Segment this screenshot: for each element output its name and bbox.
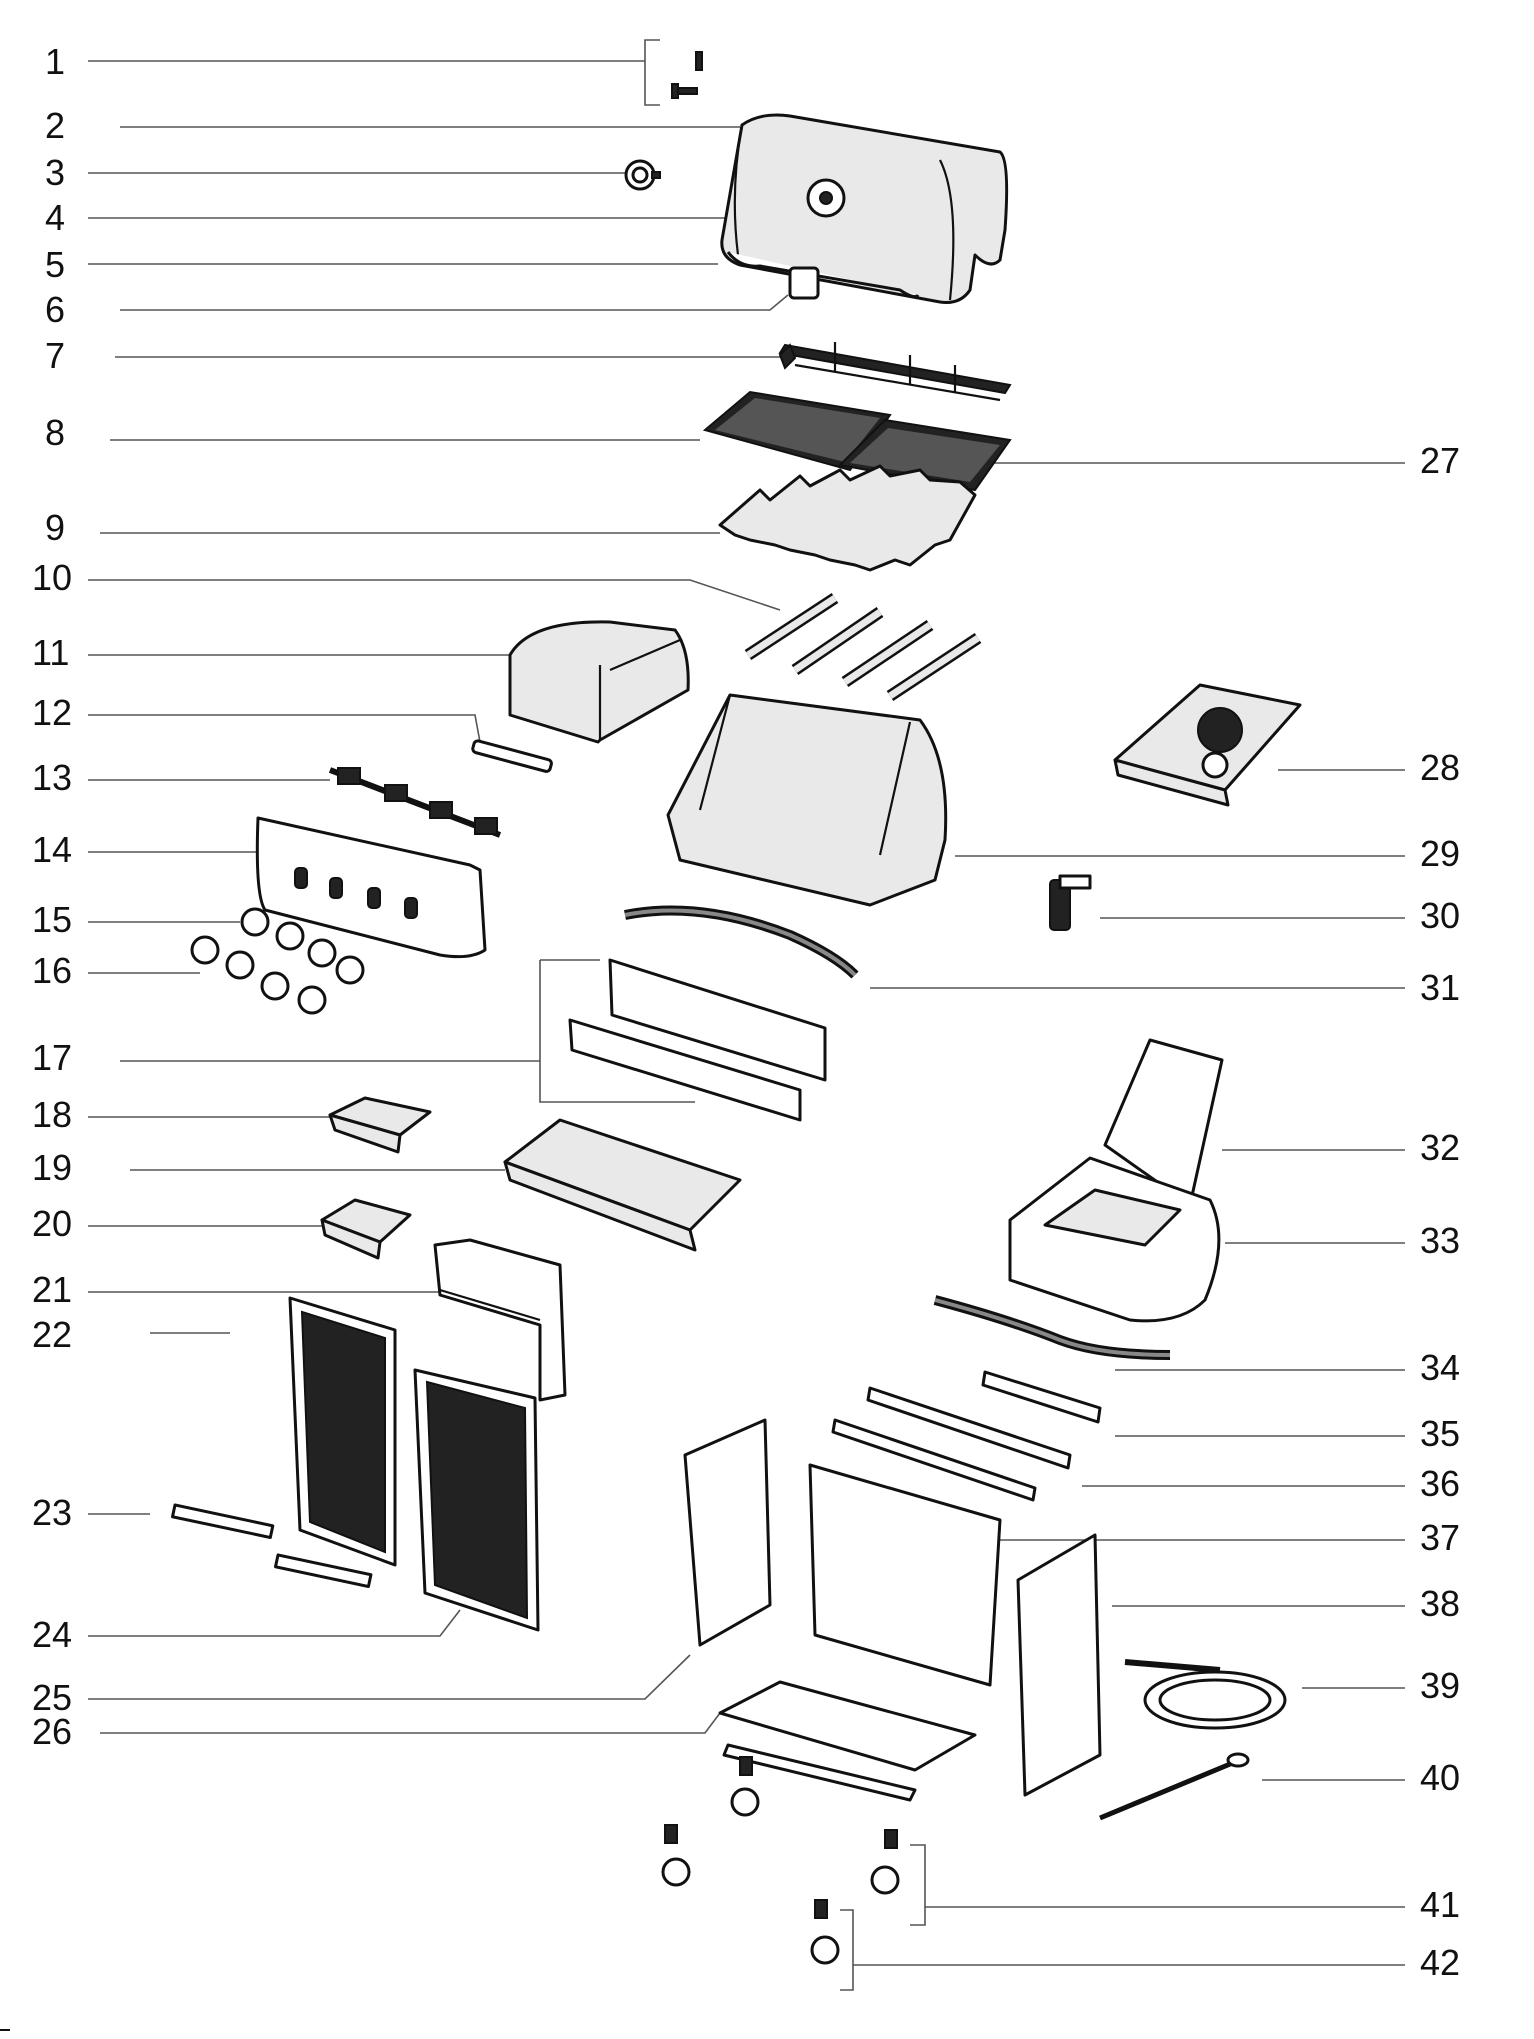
callout-30: 30 <box>1420 895 1460 936</box>
part-12-ignitor <box>471 739 553 773</box>
callout-20: 20 <box>32 1203 72 1244</box>
part-7-warming-rack <box>778 342 1012 402</box>
callout-1: 1 <box>45 41 65 82</box>
callout-21: 21 <box>32 1269 72 1310</box>
callout-2: 2 <box>45 105 65 146</box>
callout-15: 15 <box>32 899 72 940</box>
callout-31: 31 <box>1420 967 1460 1008</box>
leader-lines-left <box>88 60 820 1734</box>
callout-25: 25 <box>32 1677 72 1718</box>
part-16-knobs <box>190 935 327 1015</box>
part-42-casters <box>810 1899 840 1965</box>
callout-42: 42 <box>1420 1942 1460 1983</box>
part-21-front-bracket <box>433 1238 567 1402</box>
callout-27: 27 <box>1420 440 1460 481</box>
part-6-handle-bracket <box>788 266 820 300</box>
part-13-manifold-valves <box>328 767 502 838</box>
part-10-burner-tubes <box>744 592 982 702</box>
part-41-casters <box>661 1756 900 1895</box>
part-34-side-burner-hose <box>933 1295 1171 1360</box>
part-33-side-burner-housing <box>1008 1156 1221 1323</box>
callout-3: 3 <box>45 152 65 193</box>
part-9-flavorizer-bars <box>718 464 977 572</box>
part-37-back-panel <box>808 1463 1002 1687</box>
callout-35: 35 <box>1420 1413 1460 1454</box>
part-39-gas-line <box>1124 1659 1287 1730</box>
callout-19: 19 <box>32 1147 72 1188</box>
callout-11: 11 <box>32 632 69 673</box>
callout-5: 5 <box>45 244 65 285</box>
callout-39: 39 <box>1420 1665 1460 1706</box>
callout-8: 8 <box>45 412 65 453</box>
part-15-bezels <box>240 907 365 985</box>
part-40-tool <box>1099 1752 1250 1821</box>
callout-4: 4 <box>45 197 65 238</box>
part-8-cooking-grate <box>702 390 892 472</box>
callout-37: 37 <box>1420 1517 1460 1558</box>
callout-28: 28 <box>1420 747 1460 788</box>
part-26-bottom-shelf <box>718 1680 977 1802</box>
part-36-rails <box>831 1386 1072 1502</box>
part-35-rail <box>981 1370 1102 1424</box>
part-3-thermometer <box>624 159 661 191</box>
part-25-left-frame <box>683 1418 772 1647</box>
callout-9: 9 <box>45 507 65 548</box>
part-20-pan <box>320 1198 412 1260</box>
callout-17: 17 <box>32 1037 72 1078</box>
callout-23: 23 <box>32 1492 72 1533</box>
part-23-door-handles <box>171 1503 373 1588</box>
callout-34: 34 <box>1420 1347 1460 1388</box>
part-14-control-panel <box>255 816 487 959</box>
callout-16: 16 <box>32 950 72 991</box>
part-17-panels <box>568 958 827 1122</box>
callout-12: 12 <box>32 692 72 733</box>
part-38-right-frame <box>1016 1533 1102 1797</box>
part-2-lid <box>720 113 1009 304</box>
part-31-gas-hose <box>624 905 859 979</box>
callout-40: 40 <box>1420 1757 1460 1798</box>
callout-6: 6 <box>45 289 65 330</box>
part-11-heat-shield <box>508 620 690 744</box>
leader-lines-right <box>840 462 1405 1991</box>
callout-7: 7 <box>45 335 65 376</box>
part-18-catch-pan <box>328 1096 432 1154</box>
callout-38: 38 <box>1420 1583 1460 1624</box>
callout-13: 13 <box>32 757 72 798</box>
part-30-side-burner-valve <box>1049 874 1092 931</box>
callout-18: 18 <box>32 1094 72 1135</box>
callout-10: 10 <box>32 557 72 598</box>
part-28-side-burner <box>1113 683 1302 807</box>
callout-33: 33 <box>1420 1220 1460 1261</box>
part-1-screws <box>644 39 703 106</box>
callout-24: 24 <box>32 1614 72 1655</box>
callout-22: 22 <box>32 1314 72 1355</box>
callout-14: 14 <box>32 829 72 870</box>
part-5-handle <box>726 251 920 300</box>
part-29-cook-box <box>666 693 948 907</box>
callout-36: 36 <box>1420 1463 1460 1504</box>
callout-32: 32 <box>1420 1127 1460 1168</box>
part-19-slide-out-tray <box>503 1118 742 1252</box>
callout-26: 26 <box>32 1711 72 1752</box>
callout-29: 29 <box>1420 833 1460 874</box>
part-24-doors <box>288 1296 540 1632</box>
callout-41: 41 <box>1420 1884 1460 1925</box>
